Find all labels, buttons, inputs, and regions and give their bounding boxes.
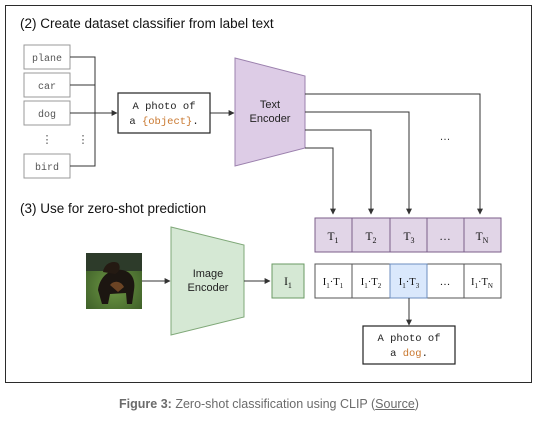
label-ellipsis: ⋮ [42,134,53,146]
text-encoder-label-1: Text [260,99,280,111]
text-embedding-row: T1 T2 T3 … TN [314,217,502,253]
figure-caption: Figure 3: Zero-shot classification using… [0,397,538,411]
label-bird: bird [35,162,59,174]
label-box-dog [23,100,71,126]
caption-label: Figure 3: [119,397,172,411]
connector-ellipsis: ⋮ [78,134,89,146]
prompt-suffix: . [192,116,198,128]
heading-zero-shot: (3) Use for zero-shot prediction [20,201,207,216]
result-box [362,325,456,365]
text-embedding-t1: T1 [327,231,338,245]
similarity-row: I1·T1 I1·T2 I1·T3 … I1·TN [314,263,502,299]
label-car: car [38,82,56,93]
text-encoder-label-2: Encoder [250,113,291,125]
prompt-prefix: a [129,116,142,128]
prompt-object-placeholder: {object} [142,116,192,128]
label-list: plane car dog ⋮ bird [23,44,71,179]
caption-end: ) [414,397,419,411]
fanout-ellipsis: … [440,131,451,143]
text-embedding-tn: TN [476,231,489,245]
label-plane: plane [32,53,62,65]
similarity-i1-t3: I1·T3 [399,277,420,290]
label-connectors [70,56,96,167]
result-suffix: . [422,348,428,360]
label-box-bird [23,153,71,179]
text-embedding-t3: T3 [403,231,414,245]
image-encoder [170,226,245,336]
similarity-ellipsis: … [440,277,451,288]
text-encoder [234,57,306,167]
similarity-i1-t1: I1·T1 [323,277,344,290]
result-line-1: A photo of [377,333,440,345]
prompt-line-2: a {object}. [129,116,198,128]
similarity-i1-t2: I1·T2 [361,277,382,290]
image-encoder-label-1: Image [193,268,224,280]
result-object: dog [403,348,422,360]
prompt-line-1: A photo of [132,101,195,113]
heading-create-classifier: (2) Create dataset classifier from label… [20,16,274,31]
similarity-i1-tn: I1·TN [471,277,493,290]
label-box-car [23,72,71,98]
text-fanout [305,93,483,215]
text-embedding-t2: T2 [365,231,376,245]
result-prefix: a [390,348,403,360]
image-encoder-label-2: Encoder [188,282,229,294]
result-line-2: a dog. [390,348,428,360]
caption-text: Zero-shot classification using CLIP ( [171,397,376,411]
caption-source-link[interactable]: Source [375,397,415,411]
prompt-template-box [117,92,211,134]
image-embedding-i1: I1 [284,276,292,290]
similarity-highlight [389,263,428,299]
input-dog-image [86,253,142,309]
image-embedding-box [271,263,305,299]
label-dog: dog [38,109,56,121]
text-embedding-ellipsis: … [439,231,451,243]
